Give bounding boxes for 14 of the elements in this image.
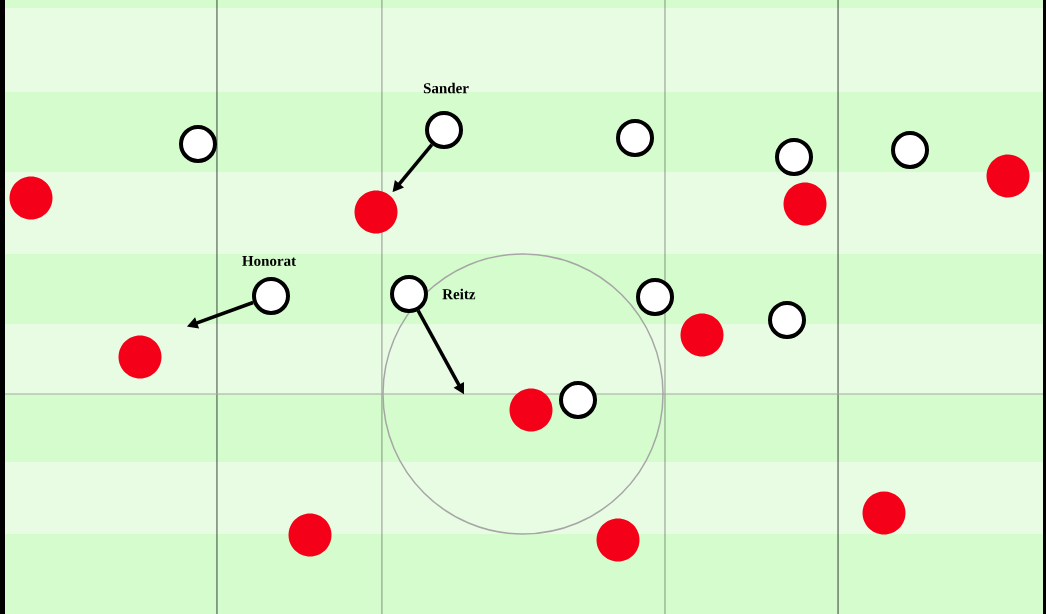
opponent-marker	[9, 176, 53, 220]
opponent-marker	[986, 154, 1030, 198]
opponent-marker	[354, 190, 398, 234]
player-name: Reitz	[442, 288, 476, 300]
player-name: Honorat	[242, 256, 296, 266]
opponent-marker	[288, 513, 332, 557]
opponent-marker	[680, 313, 724, 357]
opponent-marker	[509, 388, 553, 432]
opponent-marker	[596, 518, 640, 562]
player-marker	[636, 278, 674, 316]
opponent-marker	[783, 182, 827, 226]
opponent-marker	[118, 335, 162, 379]
player-name: Sander	[423, 82, 469, 94]
opponent-marker	[862, 491, 906, 535]
